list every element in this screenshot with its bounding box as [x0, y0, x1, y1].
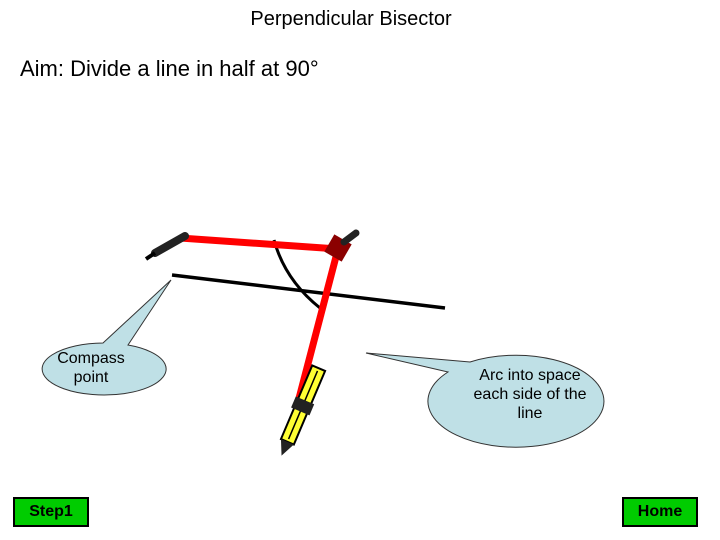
compass-leg: [293, 248, 342, 407]
line-to-bisect: [171, 273, 446, 310]
compass-top-arm: [179, 234, 339, 253]
arc-callout: [365, 352, 605, 448]
compass-point-callout: [41, 279, 172, 396]
step1-button[interactable]: Step1: [13, 497, 89, 527]
arc-space-label: Arc into space each side of the line: [473, 367, 587, 422]
aim-text: Aim: Divide a line in half at 90°: [20, 56, 319, 81]
pencil-icon: [279, 364, 327, 456]
compass-point-label: Compass point: [57, 350, 125, 386]
compass-point-icon: [144, 232, 189, 261]
home-button[interactable]: Home: [622, 497, 698, 527]
page-title: Perpendicular Bisector: [250, 8, 452, 30]
compass-hinge-icon: [324, 229, 360, 262]
